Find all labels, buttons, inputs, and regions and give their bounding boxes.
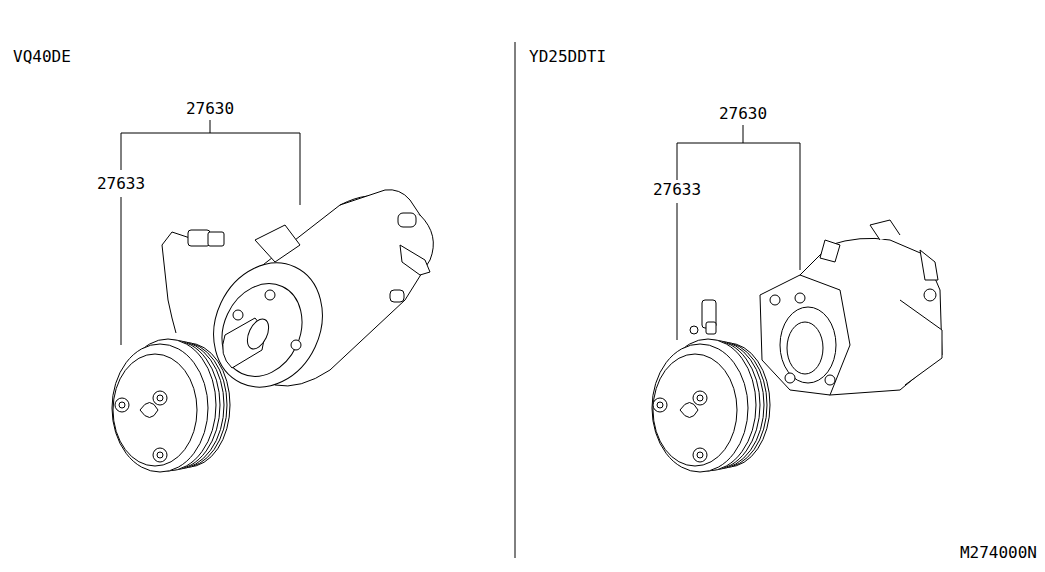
callout-number: 27633 <box>652 181 702 199</box>
callout-number: 27633 <box>96 175 146 193</box>
clutch-pulley <box>112 339 230 472</box>
callout-number: 27630 <box>185 100 235 118</box>
engine-code: VQ40DE <box>12 48 72 66</box>
clutch-wire <box>162 230 224 333</box>
engine-code: YD25DDTI <box>528 48 607 66</box>
compressor-body <box>194 190 434 405</box>
clutch-pulley <box>652 339 770 472</box>
divider-line <box>515 42 516 558</box>
clutch-connector <box>690 300 716 334</box>
callout-number: 27630 <box>718 105 768 123</box>
compressor-body <box>760 220 942 395</box>
drawing-code: M274000N <box>959 544 1038 562</box>
